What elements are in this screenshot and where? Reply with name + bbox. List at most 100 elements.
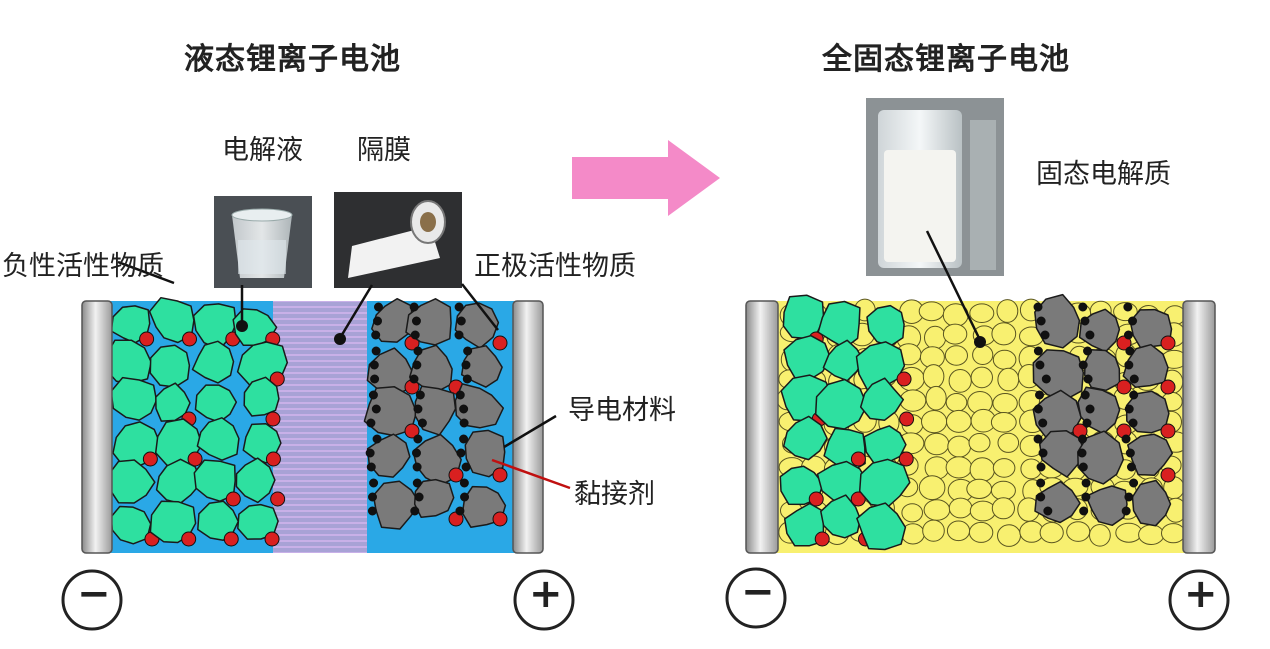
conductive-dot: [1035, 360, 1045, 370]
terminal-negative-left: [61, 569, 123, 631]
conductive-dot: [370, 374, 380, 384]
anode-particle: [814, 378, 868, 430]
electrolyte-grain: [991, 497, 1016, 520]
conductive-dot: [409, 374, 419, 384]
electrolyte-grain: [921, 410, 948, 434]
positive-current-collector-right: [1182, 300, 1216, 554]
electrolyte-grain: [991, 322, 1017, 346]
electrolyte-grain: [924, 432, 950, 456]
electrolyte-grain: [924, 325, 947, 350]
electrolyte-grain: [997, 367, 1020, 392]
conductive-dot: [461, 360, 471, 370]
conductive-dot: [1085, 404, 1095, 414]
electrolyte-grain: [969, 303, 995, 324]
conductive-dot: [373, 316, 383, 326]
conductive-dot: [1081, 478, 1091, 488]
conductive-dot: [366, 418, 376, 428]
anode-particle: [859, 377, 905, 421]
conductive-dot: [1079, 506, 1089, 516]
electrolyte-grain: [966, 478, 993, 499]
binder-dot: [492, 335, 508, 351]
conductive-dot: [1129, 478, 1139, 488]
electrolyte-grain: [969, 500, 997, 522]
terminal-negative-right: [725, 567, 787, 629]
binder-dot: [404, 423, 420, 439]
conductive-dot: [1125, 346, 1135, 356]
binder-dot: [898, 451, 914, 467]
anode-particle: [191, 340, 235, 384]
electrolyte-grain: [945, 456, 973, 479]
conductive-dot: [462, 374, 472, 384]
conductive-dot: [410, 506, 420, 516]
anode-particle: [856, 502, 907, 551]
conductive-dot: [1036, 316, 1046, 326]
conductive-dot: [1083, 374, 1093, 384]
binder-dot: [181, 531, 197, 547]
electrolyte-grain: [942, 323, 968, 345]
anode-particle: [783, 334, 832, 380]
terminal-positive-left: [513, 569, 575, 631]
conductive-dot: [371, 330, 381, 340]
electrolyte-grain: [946, 520, 971, 542]
electrolyte-grain: [944, 345, 969, 366]
conductive-dot: [373, 302, 383, 312]
binder-dot: [265, 451, 281, 467]
binder-dot: [182, 331, 198, 347]
electrolyte-grain: [1138, 524, 1165, 546]
binder-dot: [142, 451, 158, 467]
conductive-dot: [454, 330, 464, 340]
conductive-dot: [412, 462, 422, 472]
anode-particle: [235, 457, 276, 504]
binder-dot: [896, 371, 912, 387]
conductive-dot: [411, 316, 421, 326]
conductive-dot: [1083, 346, 1093, 356]
cathode-particle: [372, 480, 421, 530]
binder-dot: [1116, 335, 1132, 351]
anode-particle: [863, 425, 907, 465]
anode-particle: [783, 502, 825, 547]
conductive-dot: [1038, 418, 1048, 428]
conductive-dot: [1078, 360, 1088, 370]
conductive-dot: [463, 346, 473, 356]
conductive-dot: [459, 434, 469, 444]
conductive-dot: [411, 448, 421, 458]
terminal-positive-right-sign: +: [1184, 571, 1218, 617]
binder-dot: [448, 467, 464, 483]
binder-dot: [1160, 335, 1176, 351]
electrolyte-grain: [1089, 524, 1111, 547]
conductive-dot: [369, 360, 379, 370]
conductive-dot: [413, 404, 423, 414]
cathode-particle: [454, 302, 500, 349]
separator-region: [273, 301, 367, 553]
conductive-dot: [368, 492, 378, 502]
label-solid-electrolyte: 固态电解质: [1036, 159, 1171, 190]
binder-dot: [492, 511, 508, 527]
conductive-dot: [1041, 374, 1051, 384]
conductive-dot: [1080, 316, 1090, 326]
electrolyte-grain: [969, 457, 995, 483]
conductive-dot: [413, 346, 423, 356]
conductive-dot: [1040, 330, 1050, 340]
cathode-particle: [1078, 308, 1121, 353]
anode-particles-right: [779, 294, 915, 551]
electrolyte-grain: [901, 503, 924, 523]
cathode-particle: [1131, 479, 1172, 527]
label-separator: 隔膜: [357, 135, 411, 166]
electrolyte-grain: [918, 301, 945, 322]
conductive-dot: [1121, 506, 1131, 516]
cathode-particles-right: [1032, 293, 1176, 527]
anode-particle: [822, 339, 865, 382]
cathode-particle: [1032, 349, 1085, 401]
conductive-dot: [459, 478, 469, 488]
electrolyte-grain: [997, 432, 1020, 453]
cathode-particles-left: [363, 297, 508, 530]
conductive-dot: [459, 404, 469, 414]
conductive-dot: [1082, 418, 1092, 428]
conductive-dot: [1129, 374, 1139, 384]
binder-dot: [492, 467, 508, 483]
conductive-dot: [413, 434, 423, 444]
electrolyte-grain: [972, 344, 994, 365]
anode-particle: [855, 341, 906, 391]
anode-particle: [782, 415, 828, 461]
conductive-dot: [461, 462, 471, 472]
